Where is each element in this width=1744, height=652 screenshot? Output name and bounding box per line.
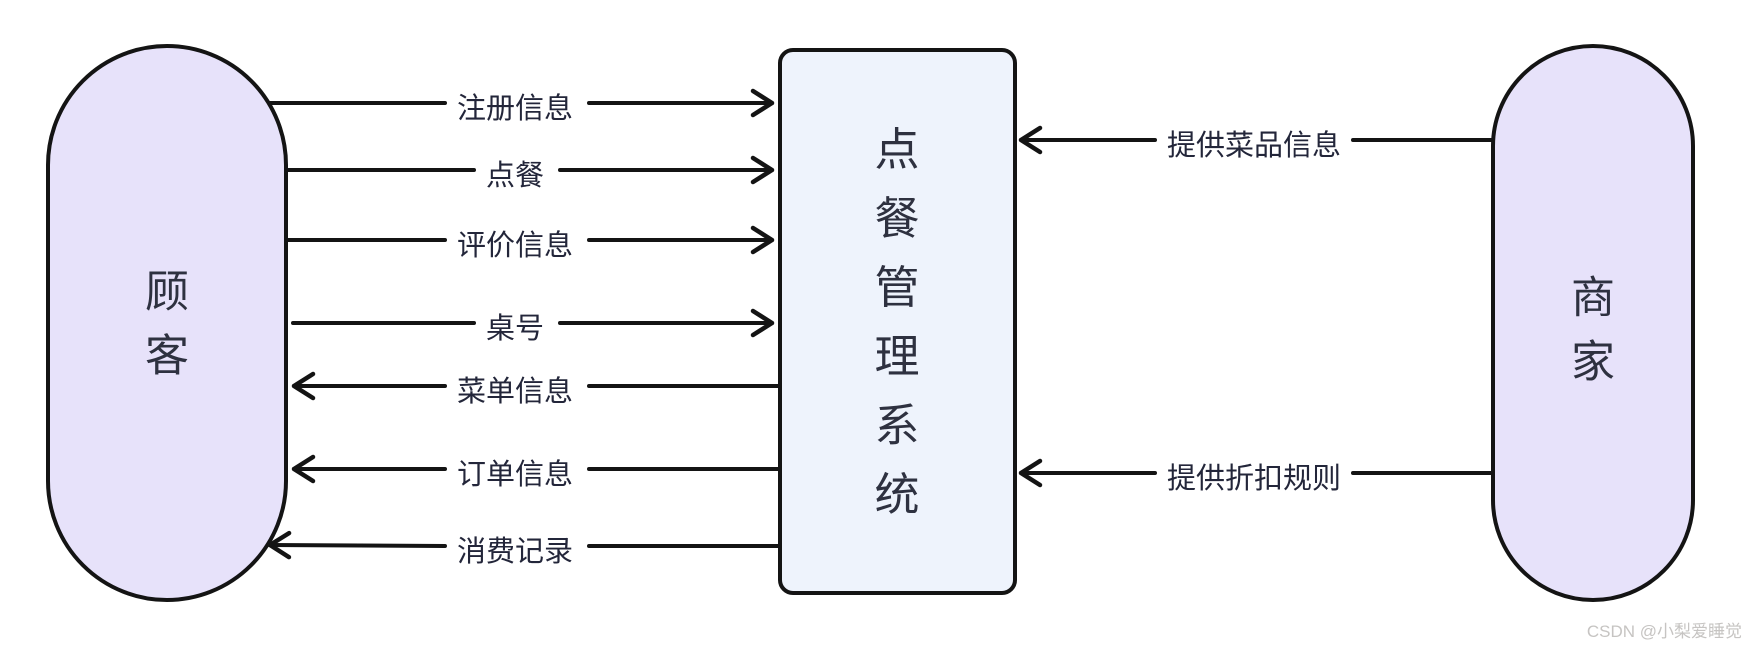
flow-provide-dish-info-label: 提供菜品信息 <box>1167 129 1341 162</box>
process-label-char: 餐 <box>874 193 919 244</box>
process-label-char: 系 <box>874 400 919 451</box>
entity-customer-label-char: 顾 <box>145 267 189 316</box>
entity-customer-shape <box>46 44 288 602</box>
entity-customer: 顾 客 <box>46 44 288 602</box>
entity-merchant: 商 家 <box>1491 44 1695 602</box>
flow-table-number: 桌号 <box>291 308 775 345</box>
flow-order: 点餐 <box>286 155 775 192</box>
flow-provide-dish-info: 提供菜品信息 <box>1018 125 1495 162</box>
flow-provide-discount-rules: 提供折扣规则 <box>1018 458 1495 495</box>
process-ordering-system-shape <box>778 48 1017 595</box>
entity-merchant-label-char: 商 <box>1571 273 1615 322</box>
flow-consumption-record-arrow <box>267 530 447 560</box>
process-label-char: 管 <box>874 262 919 313</box>
flow-menu-info: 菜单信息 <box>291 371 782 408</box>
flow-table-number-label: 桌号 <box>486 312 544 345</box>
entity-merchant-shape <box>1491 44 1695 602</box>
flow-register-label: 注册信息 <box>457 92 573 125</box>
flow-consumption-record: 消费记录 <box>267 530 782 568</box>
flow-review: 评价信息 <box>286 225 775 262</box>
csdn-watermark: CSDN @小梨爱睡觉 <box>1587 622 1742 641</box>
process-label-char: 统 <box>874 469 919 520</box>
entity-customer-label-char: 客 <box>145 331 189 380</box>
flow-consumption-record-label: 消费记录 <box>457 535 573 568</box>
flow-order-label: 点餐 <box>486 159 544 192</box>
flow-review-label: 评价信息 <box>457 229 573 262</box>
process-label-char: 理 <box>874 331 919 382</box>
flow-order-info-label: 订单信息 <box>457 458 573 491</box>
entity-merchant-label-char: 家 <box>1571 337 1615 386</box>
process-label-char: 点 <box>874 124 919 175</box>
flow-provide-discount-rules-label: 提供折扣规则 <box>1167 462 1341 495</box>
process-ordering-system: 点 餐 管 理 系 统 <box>778 48 1017 595</box>
flow-menu-info-label: 菜单信息 <box>457 375 573 408</box>
flow-register: 注册信息 <box>268 88 775 125</box>
flow-order-info: 订单信息 <box>291 454 782 491</box>
